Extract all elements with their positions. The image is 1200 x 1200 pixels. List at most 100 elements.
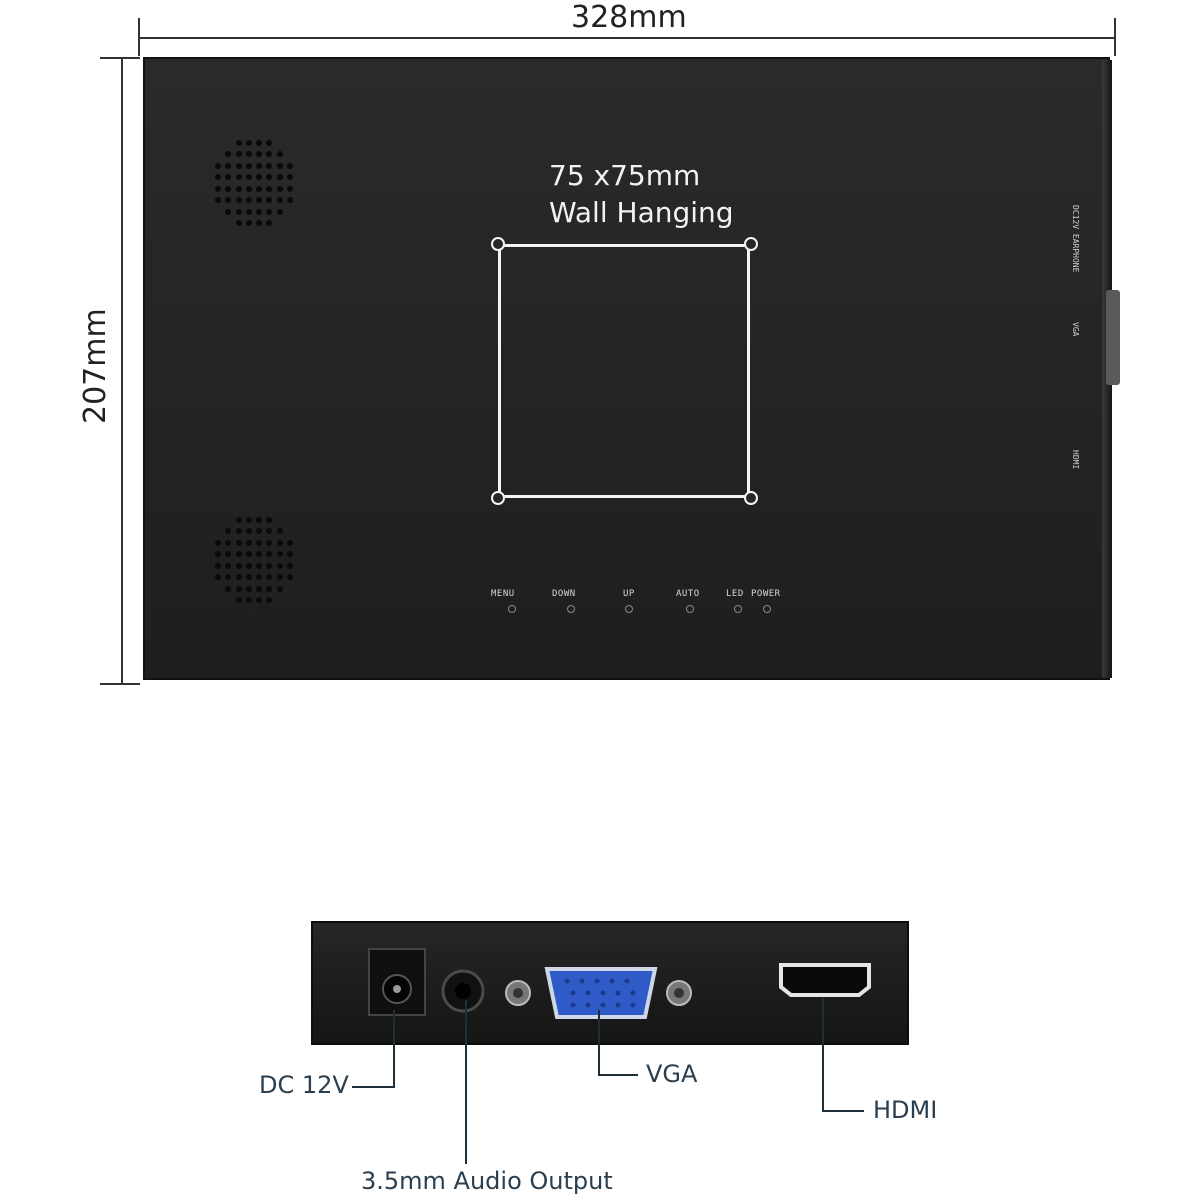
button-label-led: LED — [726, 589, 744, 599]
speaker-hole — [276, 539, 283, 546]
speaker-hole — [266, 585, 273, 592]
button-label-up: UP — [623, 589, 635, 599]
height-dimension-line — [121, 57, 123, 684]
speaker-hole — [286, 539, 293, 546]
speaker-hole — [276, 208, 283, 215]
dc-port-label: DC 12V — [259, 1071, 349, 1099]
hdmi-port-label: HDMI — [873, 1096, 938, 1124]
mount-hole-top-right — [744, 237, 758, 251]
speaker-hole — [225, 551, 232, 558]
callout-line-hdmi-horizontal — [822, 1110, 864, 1112]
speaker-hole — [235, 208, 242, 215]
speaker-hole — [276, 185, 283, 192]
speaker-hole — [256, 551, 263, 558]
menu-button[interactable] — [508, 605, 516, 613]
speaker-hole — [245, 208, 252, 215]
speaker-hole — [235, 528, 242, 535]
speaker-hole — [276, 562, 283, 569]
mount-hole-top-left — [491, 237, 505, 251]
button-label-down: DOWN — [552, 589, 576, 599]
speaker-hole — [276, 151, 283, 158]
callout-line-dc-horizontal — [352, 1086, 395, 1088]
side-label-vga: VGA — [1071, 322, 1080, 337]
speaker-hole — [225, 562, 232, 569]
speaker-hole — [256, 562, 263, 569]
speaker-hole — [256, 574, 263, 581]
speaker-hole — [256, 597, 263, 604]
speaker-hole — [276, 197, 283, 204]
speaker-hole — [286, 162, 293, 169]
speaker-hole — [225, 585, 232, 592]
speaker-hole — [256, 162, 263, 169]
speaker-hole — [245, 574, 252, 581]
speaker-hole — [225, 208, 232, 215]
speaker-hole — [256, 174, 263, 181]
speaker-hole — [215, 162, 222, 169]
speaker-hole — [245, 562, 252, 569]
width-dimension-tick-right — [1114, 18, 1116, 56]
speaker-hole — [266, 574, 273, 581]
vga-connector-side — [1106, 290, 1120, 385]
speaker-hole — [215, 185, 222, 192]
height-dimension-tick-bottom — [100, 683, 140, 685]
speaker-hole — [245, 597, 252, 604]
speaker-hole — [256, 197, 263, 204]
callout-line-hdmi-vertical — [822, 998, 824, 1112]
speaker-hole — [245, 174, 252, 181]
vga-port-label: VGA — [646, 1060, 698, 1088]
speaker-hole — [266, 528, 273, 535]
down-button[interactable] — [567, 605, 575, 613]
speaker-hole — [266, 151, 273, 158]
power-button[interactable] — [763, 605, 771, 613]
mount-hole-bottom-right — [744, 491, 758, 505]
speaker-hole — [225, 528, 232, 535]
speaker-hole — [276, 574, 283, 581]
speaker-hole — [286, 185, 293, 192]
speaker-hole — [235, 139, 242, 146]
speaker-hole — [245, 528, 252, 535]
button-label-power: POWER — [751, 589, 781, 599]
speaker-hole — [276, 174, 283, 181]
speaker-hole — [235, 574, 242, 581]
speaker-hole — [245, 185, 252, 192]
speaker-hole — [235, 516, 242, 523]
speaker-hole — [266, 551, 273, 558]
speaker-hole — [235, 174, 242, 181]
up-button[interactable] — [625, 605, 633, 613]
speaker-hole — [245, 151, 252, 158]
speaker-hole — [266, 185, 273, 192]
speaker-hole — [245, 516, 252, 523]
speaker-hole — [245, 220, 252, 227]
speaker-hole — [266, 139, 273, 146]
speaker-hole — [286, 197, 293, 204]
speaker-hole — [235, 220, 242, 227]
speaker-hole — [256, 151, 263, 158]
speaker-hole — [225, 162, 232, 169]
height-dimension-tick-top — [100, 57, 140, 59]
side-label-hdmi: HDMI — [1071, 450, 1080, 470]
width-dimension-label: 328mm — [567, 0, 691, 35]
speaker-hole — [225, 574, 232, 581]
speaker-hole — [215, 174, 222, 181]
callout-line-vga-horizontal — [598, 1074, 638, 1076]
speaker-hole — [256, 220, 263, 227]
speaker-hole — [215, 574, 222, 581]
button-label-auto: AUTO — [676, 589, 700, 599]
auto-button[interactable] — [686, 605, 694, 613]
speaker-hole — [235, 539, 242, 546]
vesa-mount-square — [498, 244, 750, 498]
speaker-grille-top — [214, 138, 294, 228]
speaker-hole — [286, 574, 293, 581]
speaker-hole — [245, 551, 252, 558]
mount-size-label: 75 x75mm — [549, 159, 701, 192]
speaker-hole — [256, 516, 263, 523]
speaker-hole — [215, 551, 222, 558]
speaker-hole — [266, 539, 273, 546]
speaker-hole — [266, 516, 273, 523]
speaker-hole — [225, 151, 232, 158]
speaker-hole — [215, 539, 222, 546]
callout-line-audio — [465, 1000, 467, 1164]
speaker-hole — [225, 197, 232, 204]
button-label-menu: MENU — [491, 589, 515, 599]
speaker-hole — [245, 585, 252, 592]
